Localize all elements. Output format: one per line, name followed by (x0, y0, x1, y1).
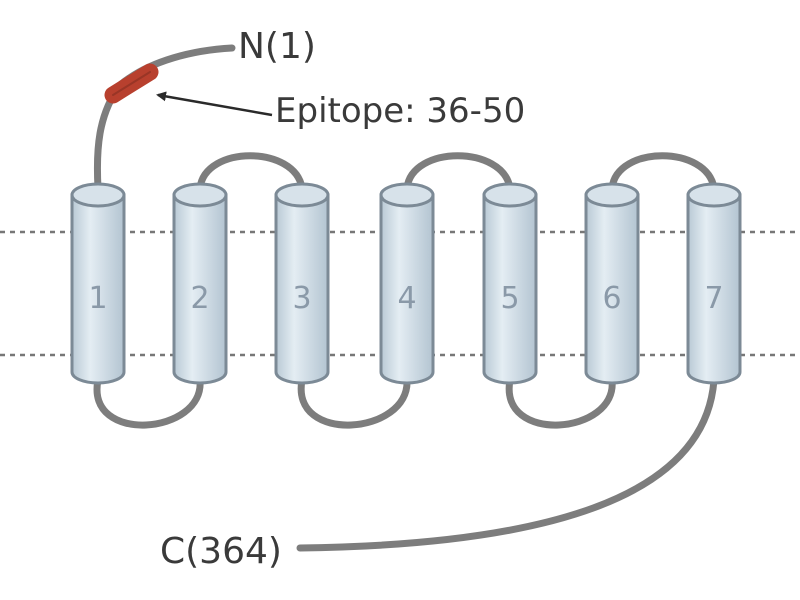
helix-4: 4 (379, 182, 435, 385)
helix-top-cap (274, 182, 330, 208)
transmembrane-helices: 1 2 3 4 5 6 7 (70, 182, 742, 385)
helix-5: 5 (482, 182, 538, 385)
helix-number-label: 4 (397, 281, 416, 316)
helix-top-cap (70, 182, 126, 208)
helix-number-label: 7 (704, 281, 723, 316)
intracellular-loop-2 (297, 376, 411, 429)
helix-body (686, 193, 742, 385)
helix-top-cap (172, 182, 228, 208)
intracellular-loop-1 (93, 376, 204, 429)
epitope-marker-outline (112, 71, 151, 96)
helix-number-label: 5 (500, 281, 519, 316)
helix-top-cap (584, 182, 640, 208)
helix-body (482, 193, 538, 385)
helix-top-cap (686, 182, 742, 208)
n-terminus-label: N(1) (238, 26, 316, 67)
epitope-arrow (156, 91, 273, 117)
helix-body (172, 193, 228, 385)
extracellular-loop-1 (196, 152, 306, 192)
helix-top-cap (379, 182, 435, 208)
helix-top-cap (482, 182, 538, 208)
loops (93, 44, 718, 552)
helix-body (274, 193, 330, 385)
helix-number-label: 1 (88, 281, 107, 316)
c-terminus-label: C(364) (160, 531, 282, 572)
helix-3: 3 (274, 182, 330, 385)
helix-body (379, 193, 435, 385)
extracellular-loop-3 (608, 152, 718, 192)
helix-number-label: 2 (190, 281, 209, 316)
c-terminal-tail (296, 376, 718, 552)
helix-number-label: 6 (602, 281, 621, 316)
helix-body (584, 193, 640, 385)
helix-7: 7 (686, 182, 742, 385)
helix-number-label: 3 (292, 281, 311, 316)
helix-6: 6 (584, 182, 640, 385)
intracellular-loop-3 (505, 376, 616, 429)
epitope-label: Epitope: 36-50 (275, 91, 525, 131)
extracellular-loop-2 (403, 152, 514, 192)
helix-2: 2 (172, 182, 228, 385)
helix-body (70, 193, 126, 385)
helix-1: 1 (70, 182, 126, 385)
